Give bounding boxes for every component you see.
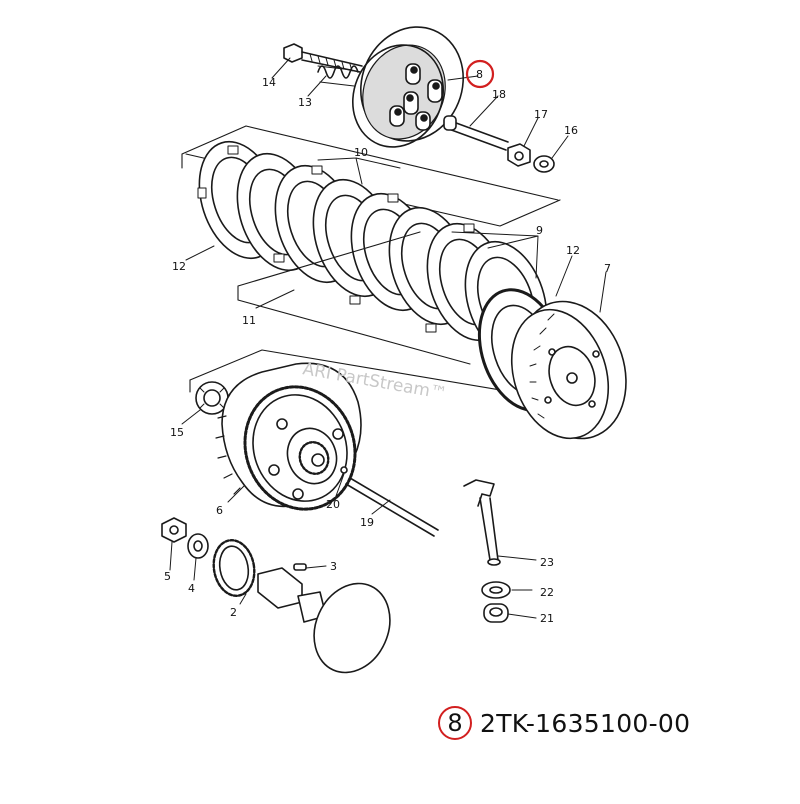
callout-5[interactable]: 5 [164,570,171,583]
callout-15[interactable]: 15 [170,426,184,439]
callout-17[interactable]: 17 [534,108,548,121]
callout-13[interactable]: 13 [298,96,312,109]
callout-22[interactable]: 22 [540,586,554,599]
callout-6[interactable]: 6 [216,504,223,517]
callout-12-left[interactable]: 12 [172,260,186,273]
circlip-part-15[interactable] [195,381,229,415]
push-rod-part-18[interactable] [443,115,509,151]
clutch-boss-part-7[interactable] [496,287,643,452]
part-ref-circle[interactable]: 8 [438,706,472,740]
callout-19[interactable]: 19 [360,516,374,529]
washer-part-4[interactable] [187,533,209,559]
callout-16[interactable]: 16 [564,124,578,137]
callout-21[interactable]: 21 [540,612,554,625]
highlight-circle [465,59,495,89]
callout-20[interactable]: 20 [326,498,340,511]
bolt-part-14[interactable] [283,43,363,73]
key-part-3[interactable] [293,563,307,571]
push-rod-part-19[interactable] [340,466,439,537]
nut-part-17[interactable] [507,143,531,167]
spring-part-13[interactable] [317,65,359,87]
callout-9[interactable]: 9 [536,224,543,237]
callout-23[interactable]: 23 [540,556,554,569]
callout-10[interactable]: 10 [354,146,368,159]
callout-8[interactable]: 8 [476,68,483,81]
callout-14[interactable]: 14 [262,76,276,89]
clutch-housing-part-6[interactable] [215,362,372,524]
clutch-plate-stack[interactable] [185,131,560,369]
primary-drive-disc [297,582,391,674]
part-ref-number: 8 [447,709,463,737]
gear-part-2[interactable] [209,537,303,609]
callout-4[interactable]: 4 [188,582,195,595]
push-lever-part-23[interactable] [463,479,501,566]
callout-11[interactable]: 11 [242,314,256,327]
callout-7[interactable]: 7 [604,262,611,275]
callout-3[interactable]: 3 [330,560,337,573]
nut-part-5[interactable] [161,517,187,543]
seal-part-21[interactable] [483,603,509,623]
callout-18[interactable]: 18 [492,88,506,101]
pressure-plate-part-8[interactable] [338,11,480,160]
bearing-part-22[interactable] [481,581,511,599]
selected-part-label: 8 2TK-1635100-00 [438,703,690,743]
washer-part-16[interactable] [533,155,555,173]
part-number: 2TK-1635100-00 [480,708,691,738]
callout-2[interactable]: 2 [230,606,237,619]
callout-12-right[interactable]: 12 [566,244,580,257]
